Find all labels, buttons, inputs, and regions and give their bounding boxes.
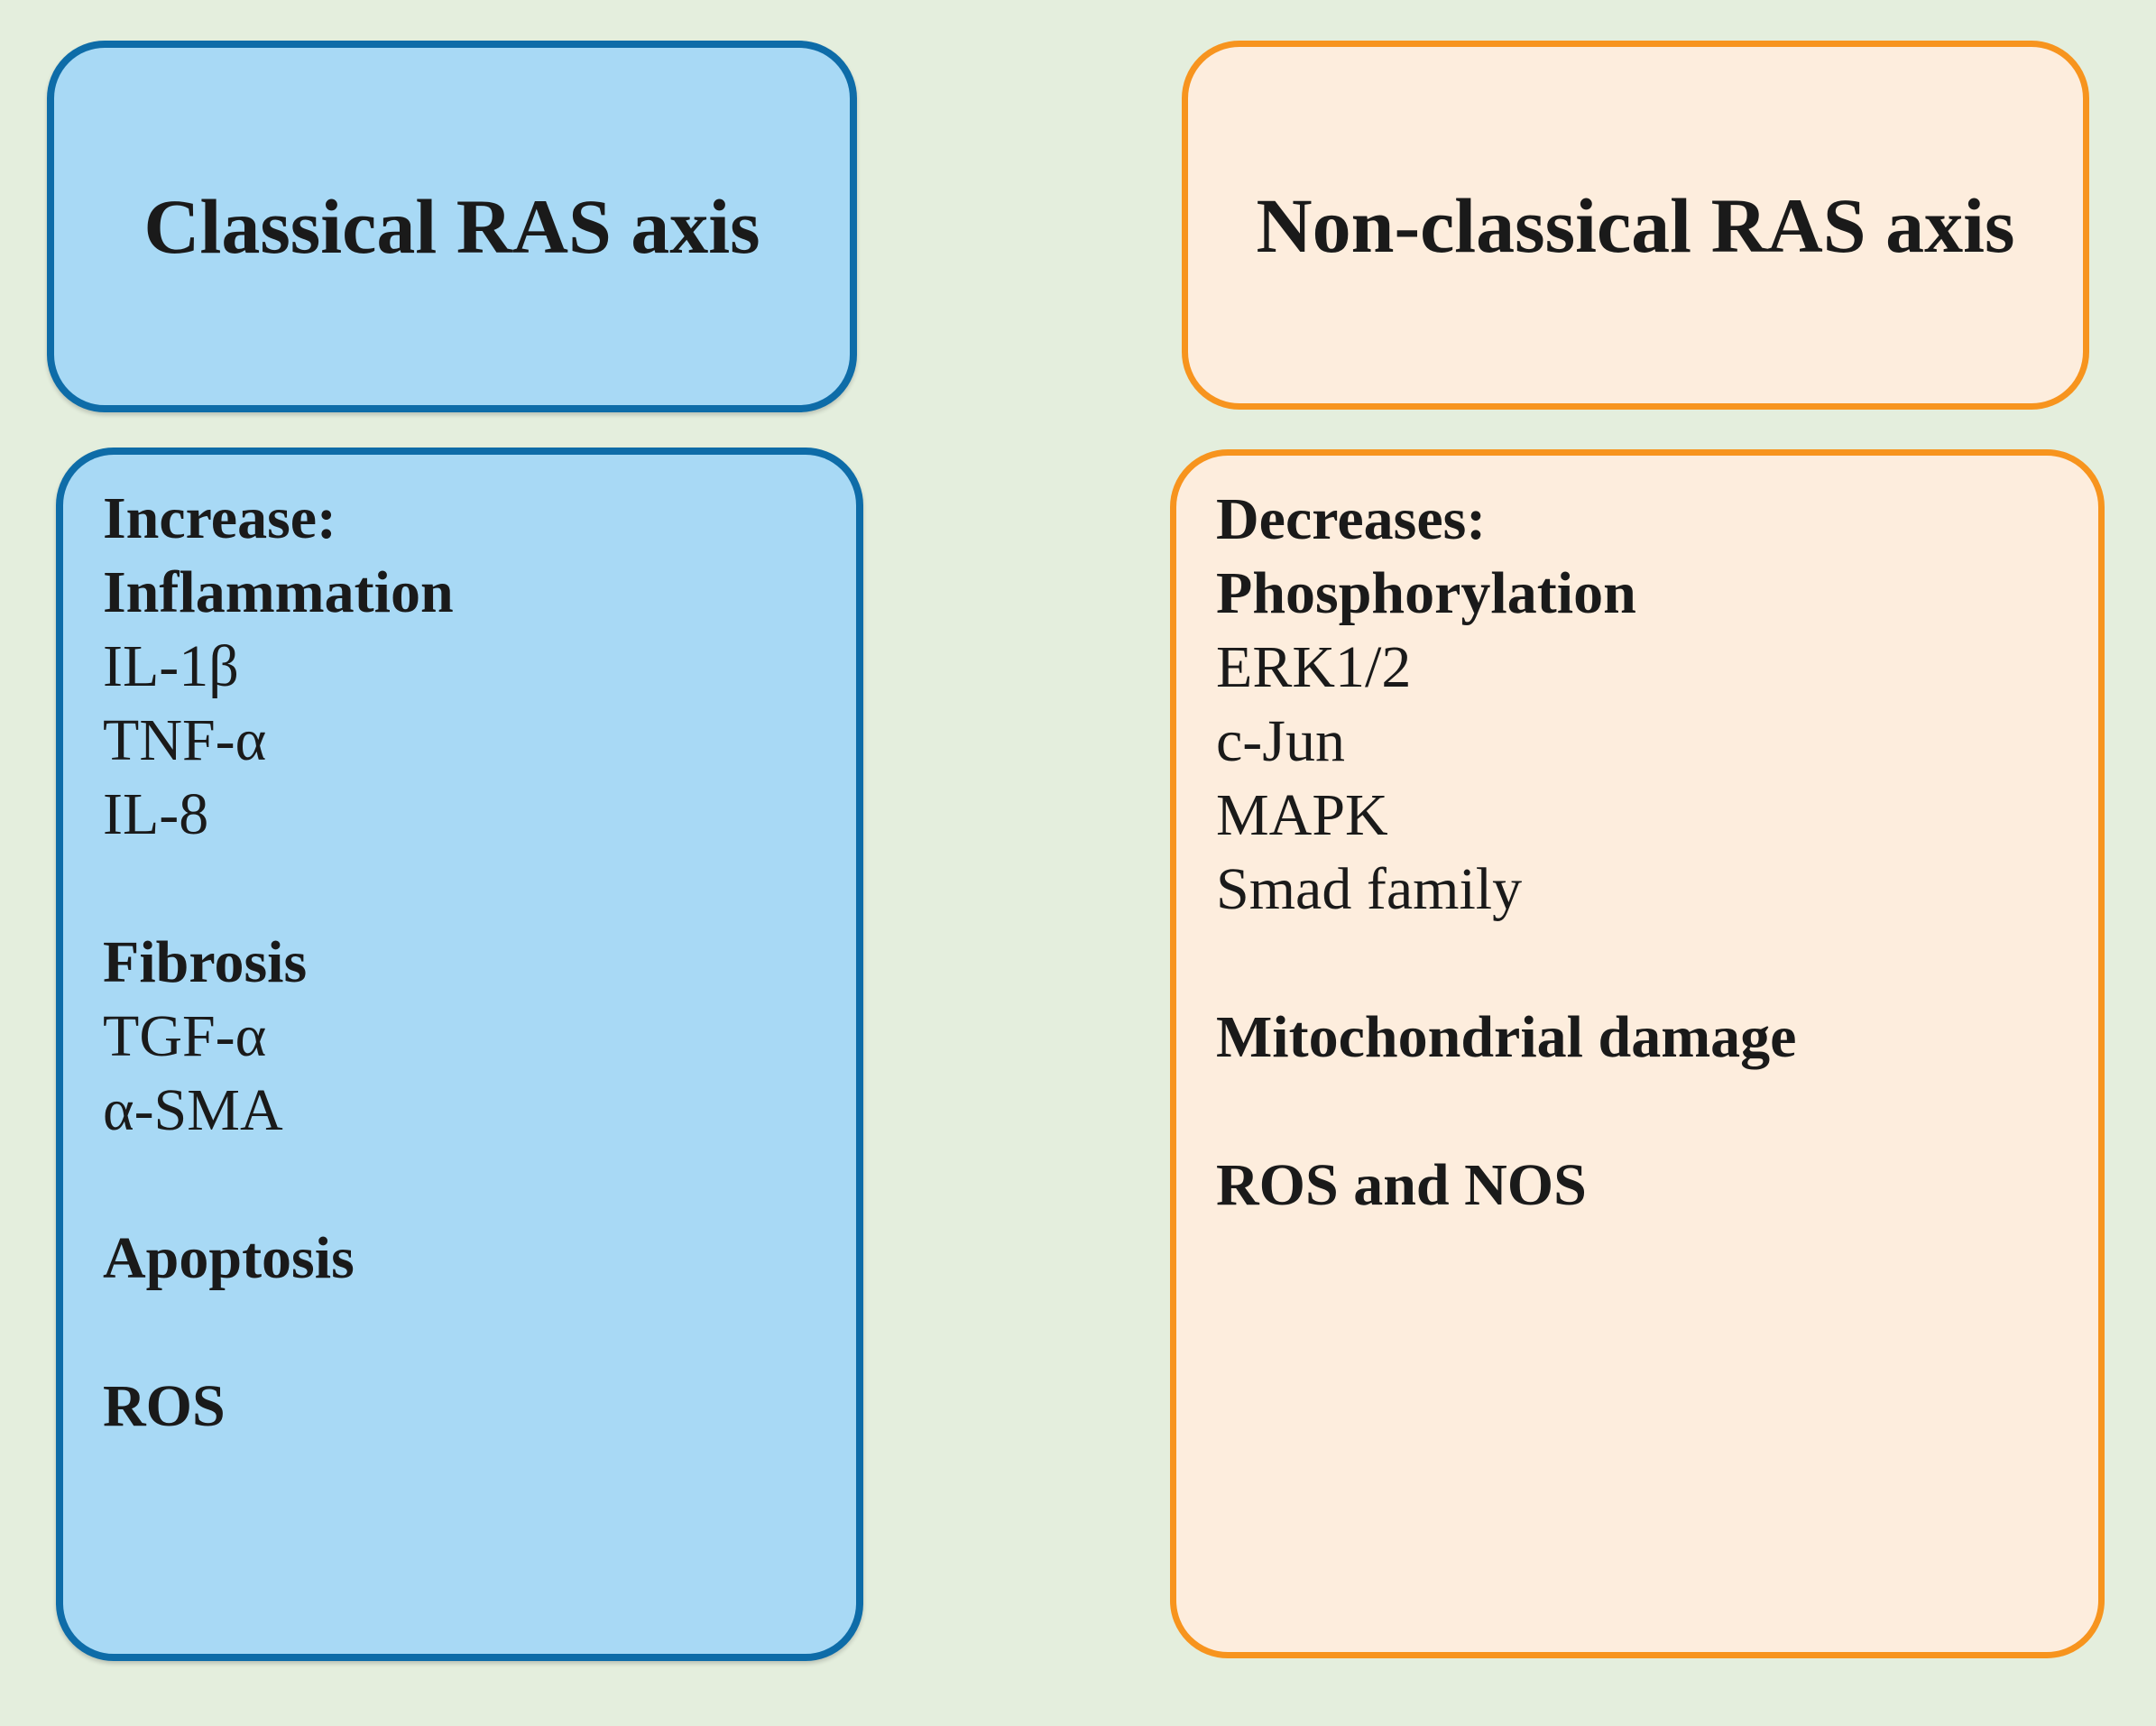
list-heading: ROS and NOS <box>1216 1152 1587 1218</box>
list-heading: Fibrosis <box>103 929 308 995</box>
list-spacer <box>103 1148 856 1222</box>
list-spacer <box>103 852 856 926</box>
list-item: TNF-α <box>103 707 267 773</box>
list-item: TGF-α <box>103 1003 267 1069</box>
list-item: ERK1/2 <box>1216 634 1412 700</box>
classical-ras-axis-header-box: Classical RAS axis <box>47 41 857 412</box>
list-item: c-Jun <box>1216 708 1345 774</box>
non-classical-ras-axis-title: Non-classical RAS axis <box>1256 181 2015 269</box>
list-item: IL-8 <box>103 781 209 847</box>
list-spacer <box>1216 1075 2098 1149</box>
list-spacer <box>103 1296 856 1370</box>
list-item: IL-1β <box>103 633 239 699</box>
classical-ras-axis-title: Classical RAS axis <box>143 183 760 270</box>
list-heading: ROS <box>103 1373 226 1439</box>
list-item: Smad family <box>1216 856 1523 922</box>
list-heading: Apoptosis <box>103 1225 355 1291</box>
list-heading: Phosphorylation <box>1216 560 1636 626</box>
list-heading: Increase: <box>103 485 337 551</box>
non-classical-ras-axis-header-box: Non-classical RAS axis <box>1182 41 2089 410</box>
list-heading: Inflammation <box>103 559 454 625</box>
list-item: α-SMA <box>103 1077 283 1143</box>
list-spacer <box>1216 927 2098 1001</box>
list-heading: Decreases: <box>1216 486 1487 552</box>
list-item: MAPK <box>1216 782 1388 848</box>
list-heading: Mitochondrial damage <box>1216 1004 1797 1070</box>
